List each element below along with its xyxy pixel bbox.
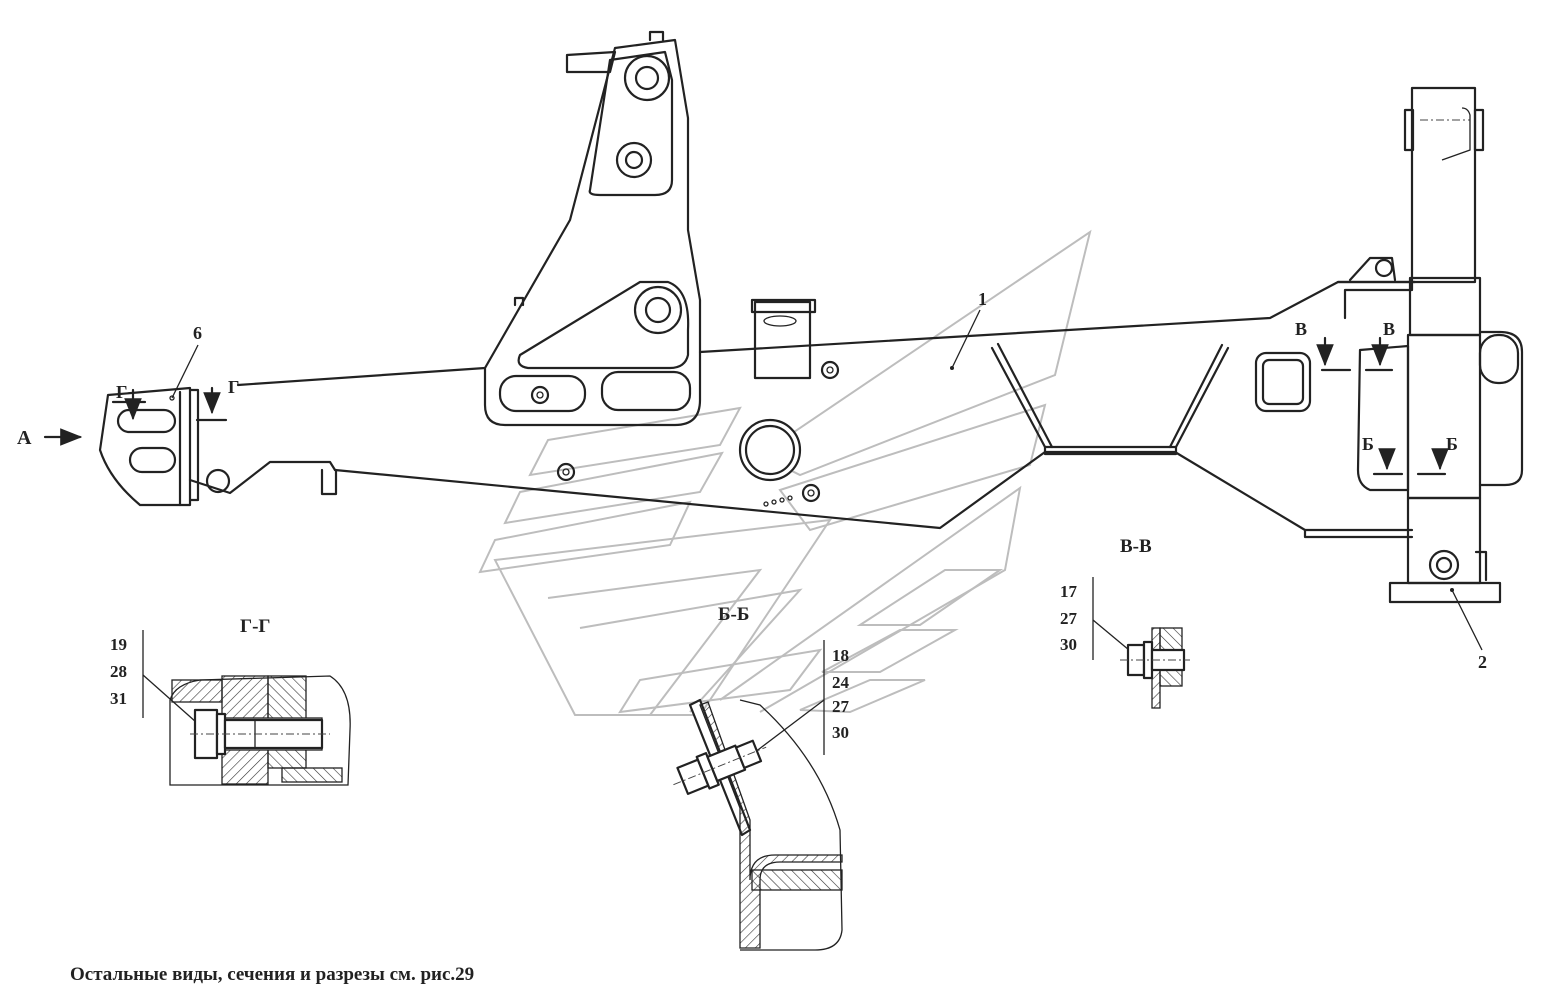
cut-mark-v-left: В [1295, 319, 1307, 339]
cut-mark-b-left: Б [1362, 434, 1374, 454]
section-bb: Б-Б 18 24 27 30 [673, 604, 850, 951]
part-number-2: 2 [1478, 652, 1487, 672]
callout-bb-4: 30 [832, 723, 849, 742]
view-arrow-a: А [17, 427, 83, 449]
section-gg: Г-Г 19 28 31 [110, 616, 351, 786]
part-6-end-cap [98, 386, 200, 507]
part-2-column [1336, 86, 1524, 604]
callout-gg-2: 28 [110, 662, 127, 681]
callout-bb-2: 24 [832, 673, 850, 692]
section-title-vv: В-В [1120, 536, 1152, 557]
callout-vv-2: 27 [1060, 609, 1078, 628]
callout-bb-3: 27 [832, 697, 850, 716]
cut-mark-b-right: Б [1446, 434, 1458, 454]
part-number-6: 6 [193, 323, 202, 343]
cut-mark-g-right: Г [228, 377, 239, 397]
callout-vv-1: 17 [1060, 582, 1078, 601]
cut-marks: Г Г В В Б Б [111, 319, 1458, 476]
view-label-a: А [17, 427, 32, 449]
part-number-1: 1 [978, 289, 987, 309]
callout-bb-1: 18 [832, 646, 849, 665]
callout-gg-3: 31 [110, 689, 127, 708]
callout-vv-3: 30 [1060, 635, 1077, 654]
callout-gg-1: 19 [110, 635, 127, 654]
footnote: Остальные виды, сечения и разрезы см. ри… [70, 964, 474, 985]
section-title-gg: Г-Г [240, 616, 271, 637]
cut-mark-v-right: В [1383, 319, 1395, 339]
section-title-bb: Б-Б [718, 604, 749, 625]
part-labels: 1 6 2 [171, 289, 1487, 672]
section-vv: В-В 17 27 30 [1060, 536, 1190, 709]
cut-mark-g-left: Г [116, 382, 127, 402]
main-frame [188, 30, 1417, 539]
